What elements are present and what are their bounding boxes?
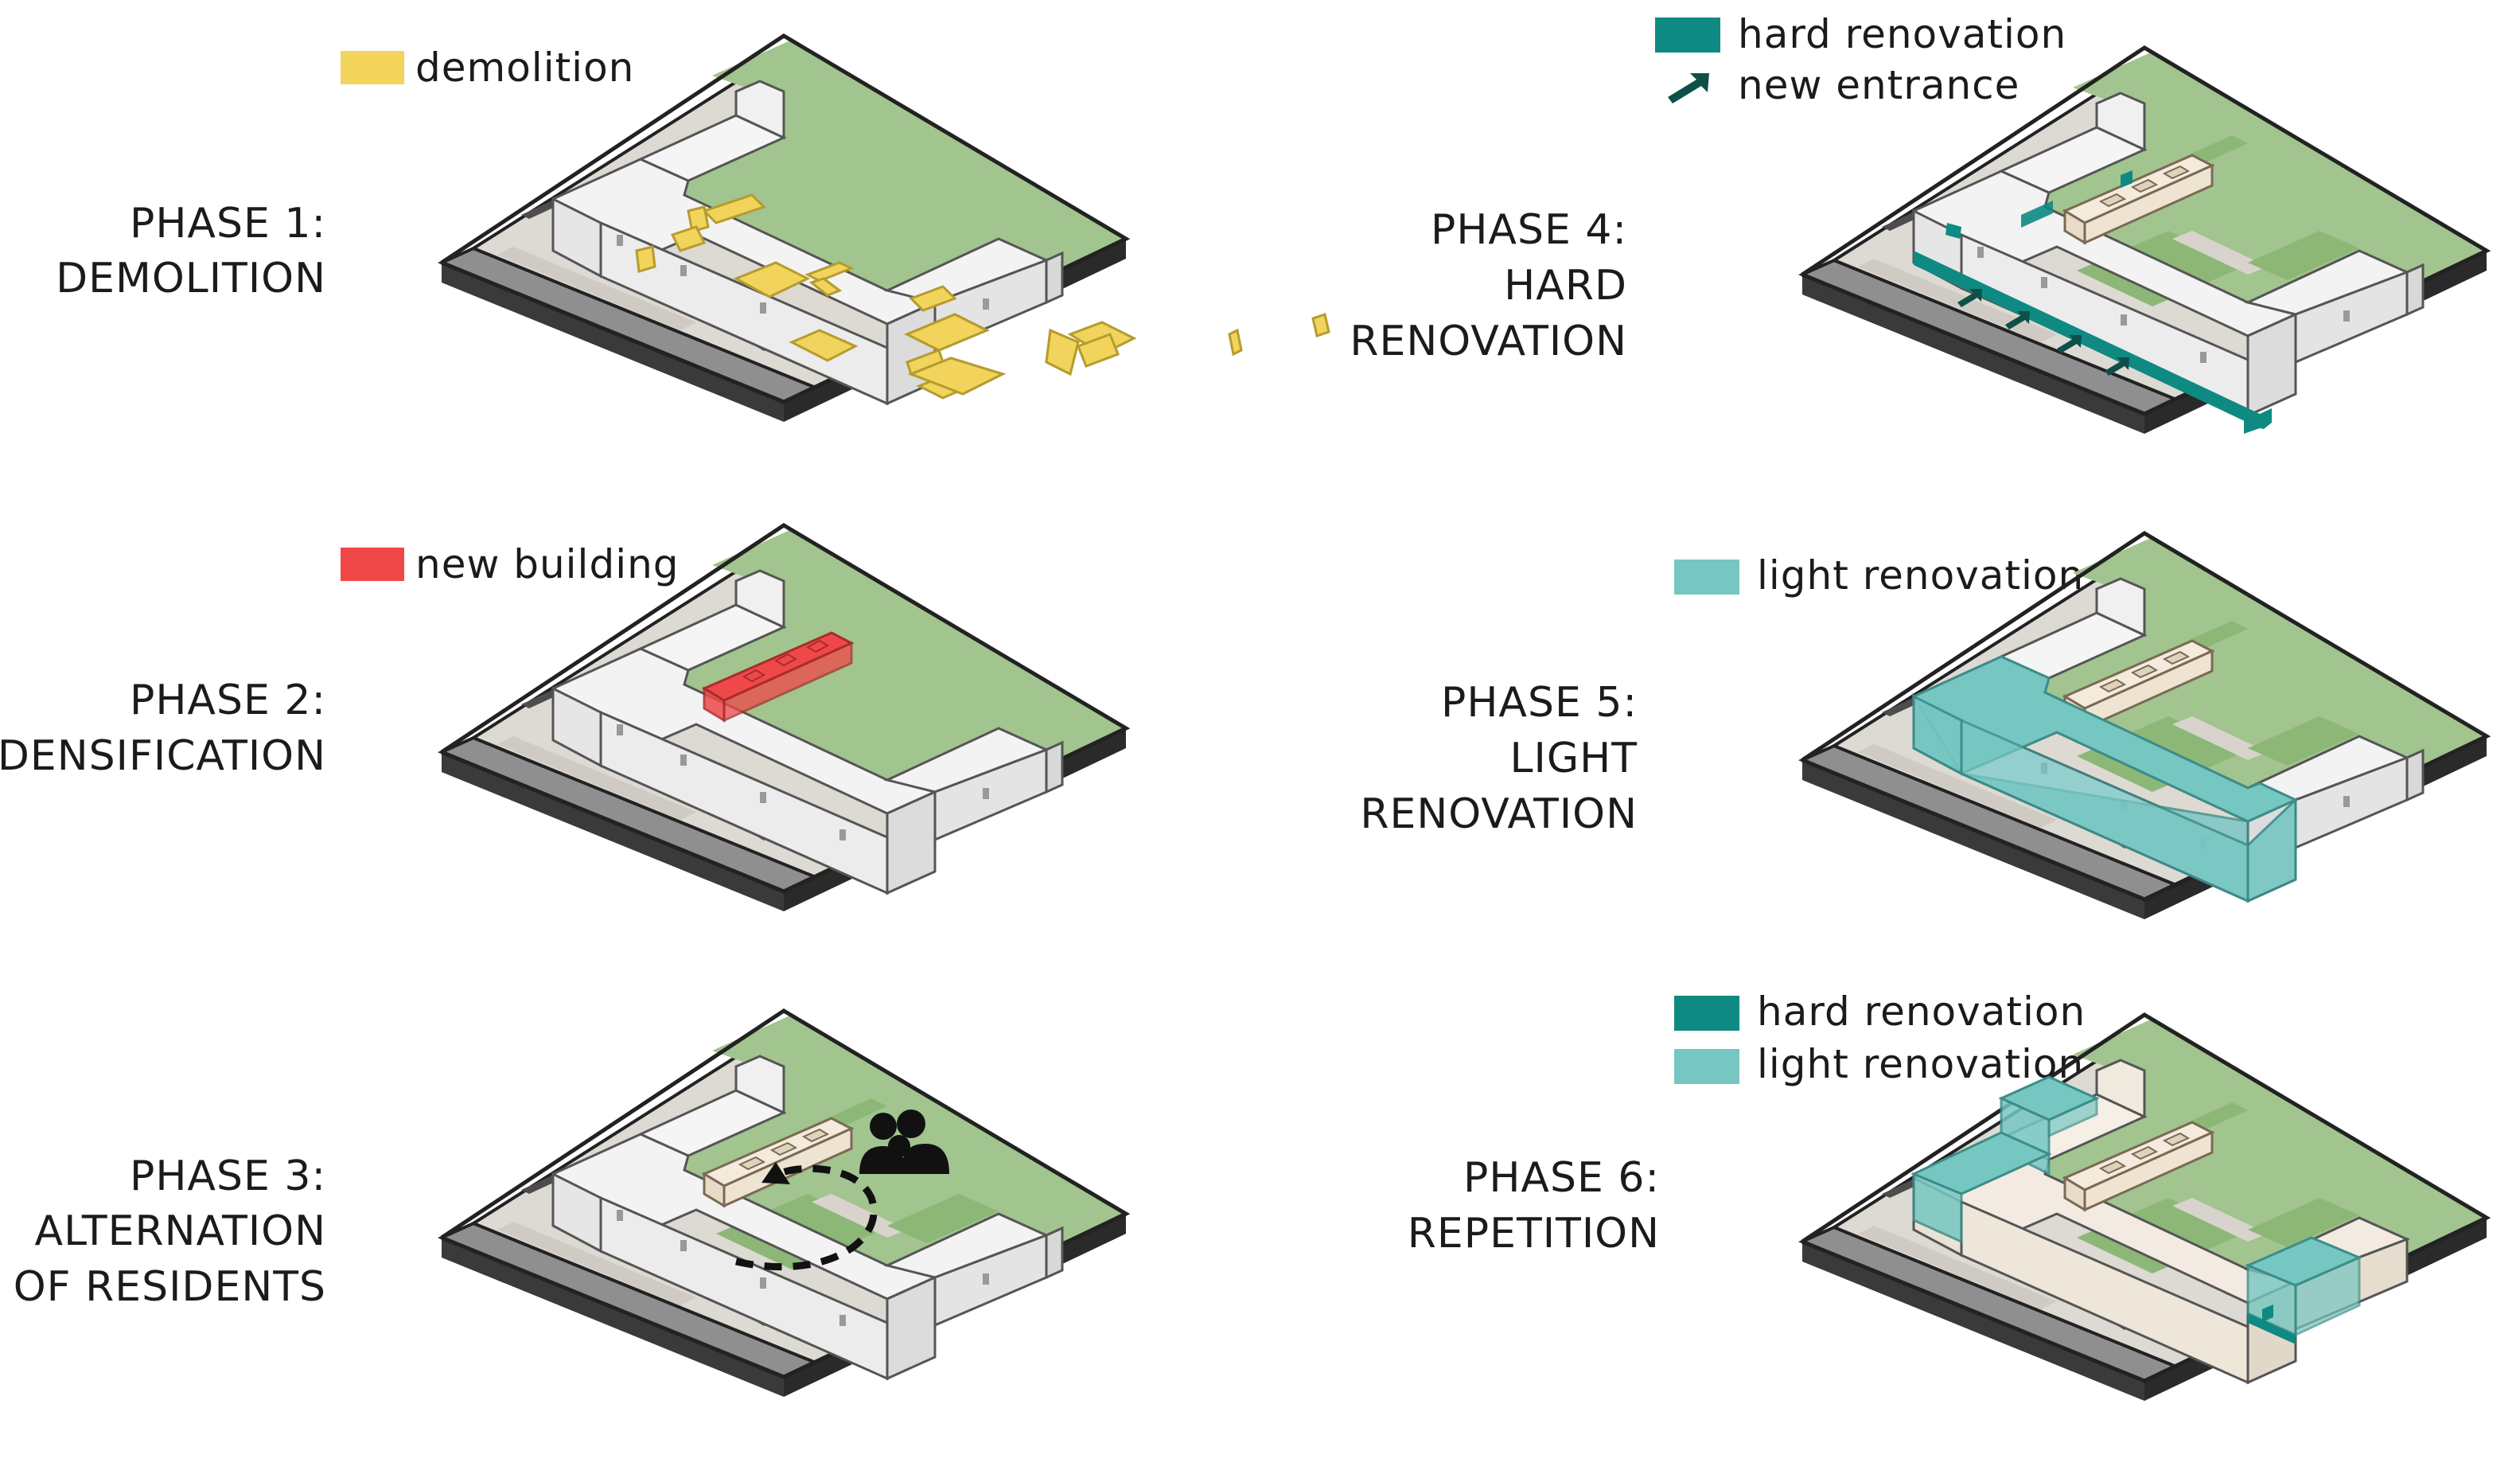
people-icon	[859, 1110, 949, 1174]
phase-6-legend: hard renovation light renovation	[1674, 989, 2086, 1087]
legend-swatch-hard-renovation	[1674, 996, 1739, 1031]
legend-label-light-renovation: light renovation	[1757, 552, 2084, 599]
phase-3-title-line-1: PHASE 3:	[130, 1152, 326, 1200]
phase-3-title: PHASE 3: ALTERNATION OF RESIDENTS	[14, 1152, 327, 1311]
new-buildings	[701, 631, 855, 723]
light-renovation-blocks	[1910, 1075, 2362, 1337]
phase-3-title-line-2: ALTERNATION	[35, 1207, 327, 1255]
phase-5-title: PHASE 5: LIGHT RENOVATION	[1360, 679, 1638, 838]
panel-phase-4: PHASE 4: HARD RENOVATION hard renovation…	[1350, 11, 2487, 434]
phase-6-title-line-1: PHASE 6:	[1463, 1154, 1660, 1202]
phase-6-title-line-2: REPETITION	[1408, 1210, 1660, 1258]
legend-swatch-demolition	[341, 51, 404, 84]
phase-6-site-model	[1802, 1015, 2487, 1401]
phase-5-title-line-1: PHASE 5:	[1441, 679, 1638, 727]
phase-5-title-line-2: LIGHT	[1510, 735, 1638, 782]
panel-phase-1: PHASE 1: DEMOLITION demolition	[56, 36, 1330, 422]
phase-1-site-model	[442, 36, 1330, 422]
phase-4-title-line-2: HARD	[1504, 262, 1627, 310]
legend-label-hard-renovation: hard renovation	[1738, 11, 2066, 57]
phase-4-title: PHASE 4: HARD RENOVATION	[1350, 206, 1627, 365]
legend-label-light-renovation: light renovation	[1757, 1041, 2084, 1087]
legend-swatch-hard-renovation	[1655, 18, 1720, 53]
legend-swatch-new-building	[341, 548, 404, 581]
phase-2-site-model	[442, 525, 1126, 911]
legend-swatch-light-renovation	[1674, 1049, 1739, 1084]
panel-phase-6: PHASE 6: REPETITION hard renovation ligh…	[1408, 989, 2487, 1401]
panel-phase-3: PHASE 3: ALTERNATION OF RESIDENTS	[14, 1011, 1126, 1397]
phase-5-site-model	[1802, 533, 2487, 919]
phase-4-title-line-3: RENOVATION	[1350, 318, 1627, 365]
demolition-objects	[635, 193, 1330, 400]
panel-phase-2: PHASE 2: DENSIFICATION new building	[0, 525, 1126, 911]
hard-renovation-band	[1914, 170, 2272, 434]
phase-1-title-line-1: PHASE 1:	[130, 200, 326, 248]
phase-4-legend: hard renovation new entrance	[1655, 11, 2066, 108]
phase-2-title: PHASE 2: DENSIFICATION	[0, 677, 326, 780]
phase-2-title-line-1: PHASE 2:	[130, 677, 326, 724]
phase-1-legend: demolition	[341, 45, 634, 91]
panel-phase-5: PHASE 5: LIGHT RENOVATION light renovati…	[1360, 533, 2487, 919]
phase-4-site-model	[1802, 48, 2487, 434]
legend-label-new-entrance: new entrance	[1738, 62, 2020, 108]
legend-label-new-building: new building	[415, 541, 680, 587]
phase-5-legend: light renovation	[1674, 552, 2084, 599]
phase-1-title: PHASE 1: DEMOLITION	[56, 200, 326, 302]
hard-renovation-strip	[2248, 1305, 2296, 1344]
arrow-icon	[1668, 73, 1709, 103]
phase-2-legend: new building	[341, 541, 680, 587]
phase-5-title-line-3: RENOVATION	[1360, 790, 1638, 838]
phase-2-title-line-2: DENSIFICATION	[0, 732, 326, 780]
legend-swatch-light-renovation	[1674, 560, 1739, 595]
resident-movement-arrow	[735, 1162, 878, 1271]
phase-6-title: PHASE 6: REPETITION	[1408, 1154, 1660, 1258]
light-renovation-building	[1911, 655, 2299, 903]
phase-1-title-line-2: DEMOLITION	[56, 255, 326, 302]
new-entrance-arrows	[1957, 289, 2129, 376]
phase-3-site-model	[442, 1011, 1126, 1397]
phase-4-title-line-1: PHASE 4:	[1431, 206, 1627, 254]
legend-label-demolition: demolition	[415, 45, 634, 91]
legend-label-hard-renovation: hard renovation	[1757, 989, 2086, 1035]
phase-3-title-line-3: OF RESIDENTS	[14, 1263, 326, 1311]
